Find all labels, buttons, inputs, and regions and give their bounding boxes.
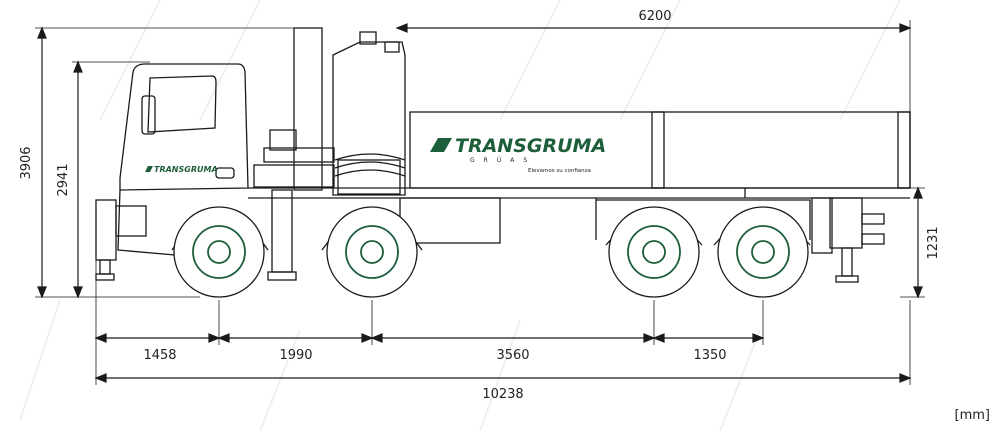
dim-wheelbase-2: 3560 <box>496 348 529 363</box>
crane-head <box>332 41 406 196</box>
units-label: [mm] <box>954 408 990 423</box>
brand-logo-cab: TRANSGRUMA <box>145 165 218 174</box>
wheel-front-1 <box>173 206 265 298</box>
cab-window <box>147 75 217 133</box>
dim-front-overhang: 1458 <box>143 348 176 363</box>
dim-rear-height: 1231 <box>926 226 941 259</box>
rear-stabilizer <box>829 197 863 249</box>
wheel-front-2 <box>326 206 418 298</box>
front-stabilizer-leg <box>95 199 117 261</box>
wheel-rear-2 <box>717 206 809 298</box>
dim-total-height: 3906 <box>19 146 34 179</box>
brand-name: TRANSGRUMA <box>455 135 606 157</box>
wheel-rear-1 <box>608 206 700 298</box>
dim-body-length: 6200 <box>638 9 671 24</box>
dim-cab-height: 2941 <box>56 163 71 196</box>
wheels <box>173 206 809 298</box>
dim-wheelbase-3: 1350 <box>693 348 726 363</box>
cab-headlight <box>215 167 235 179</box>
dim-total-length: 10238 <box>482 387 523 402</box>
logo-mark-icon <box>430 138 452 152</box>
brand-logo-bed: TRANSGRUMA GRÚAS Elevamos su confianza <box>430 135 606 174</box>
brand-sub: GRÚAS <box>470 157 536 164</box>
cab-logo-mark-icon <box>145 166 153 172</box>
brand-tagline: Elevamos su confianza <box>528 168 591 174</box>
cab-brand-name: TRANSGRUMA <box>154 165 218 174</box>
dimension-lines <box>35 20 925 385</box>
cab <box>119 63 249 191</box>
background-watermark <box>19 0 901 432</box>
cab-side-mirror <box>141 95 156 135</box>
dim-wheelbase-1: 1990 <box>279 348 312 363</box>
crane-column <box>293 27 323 191</box>
